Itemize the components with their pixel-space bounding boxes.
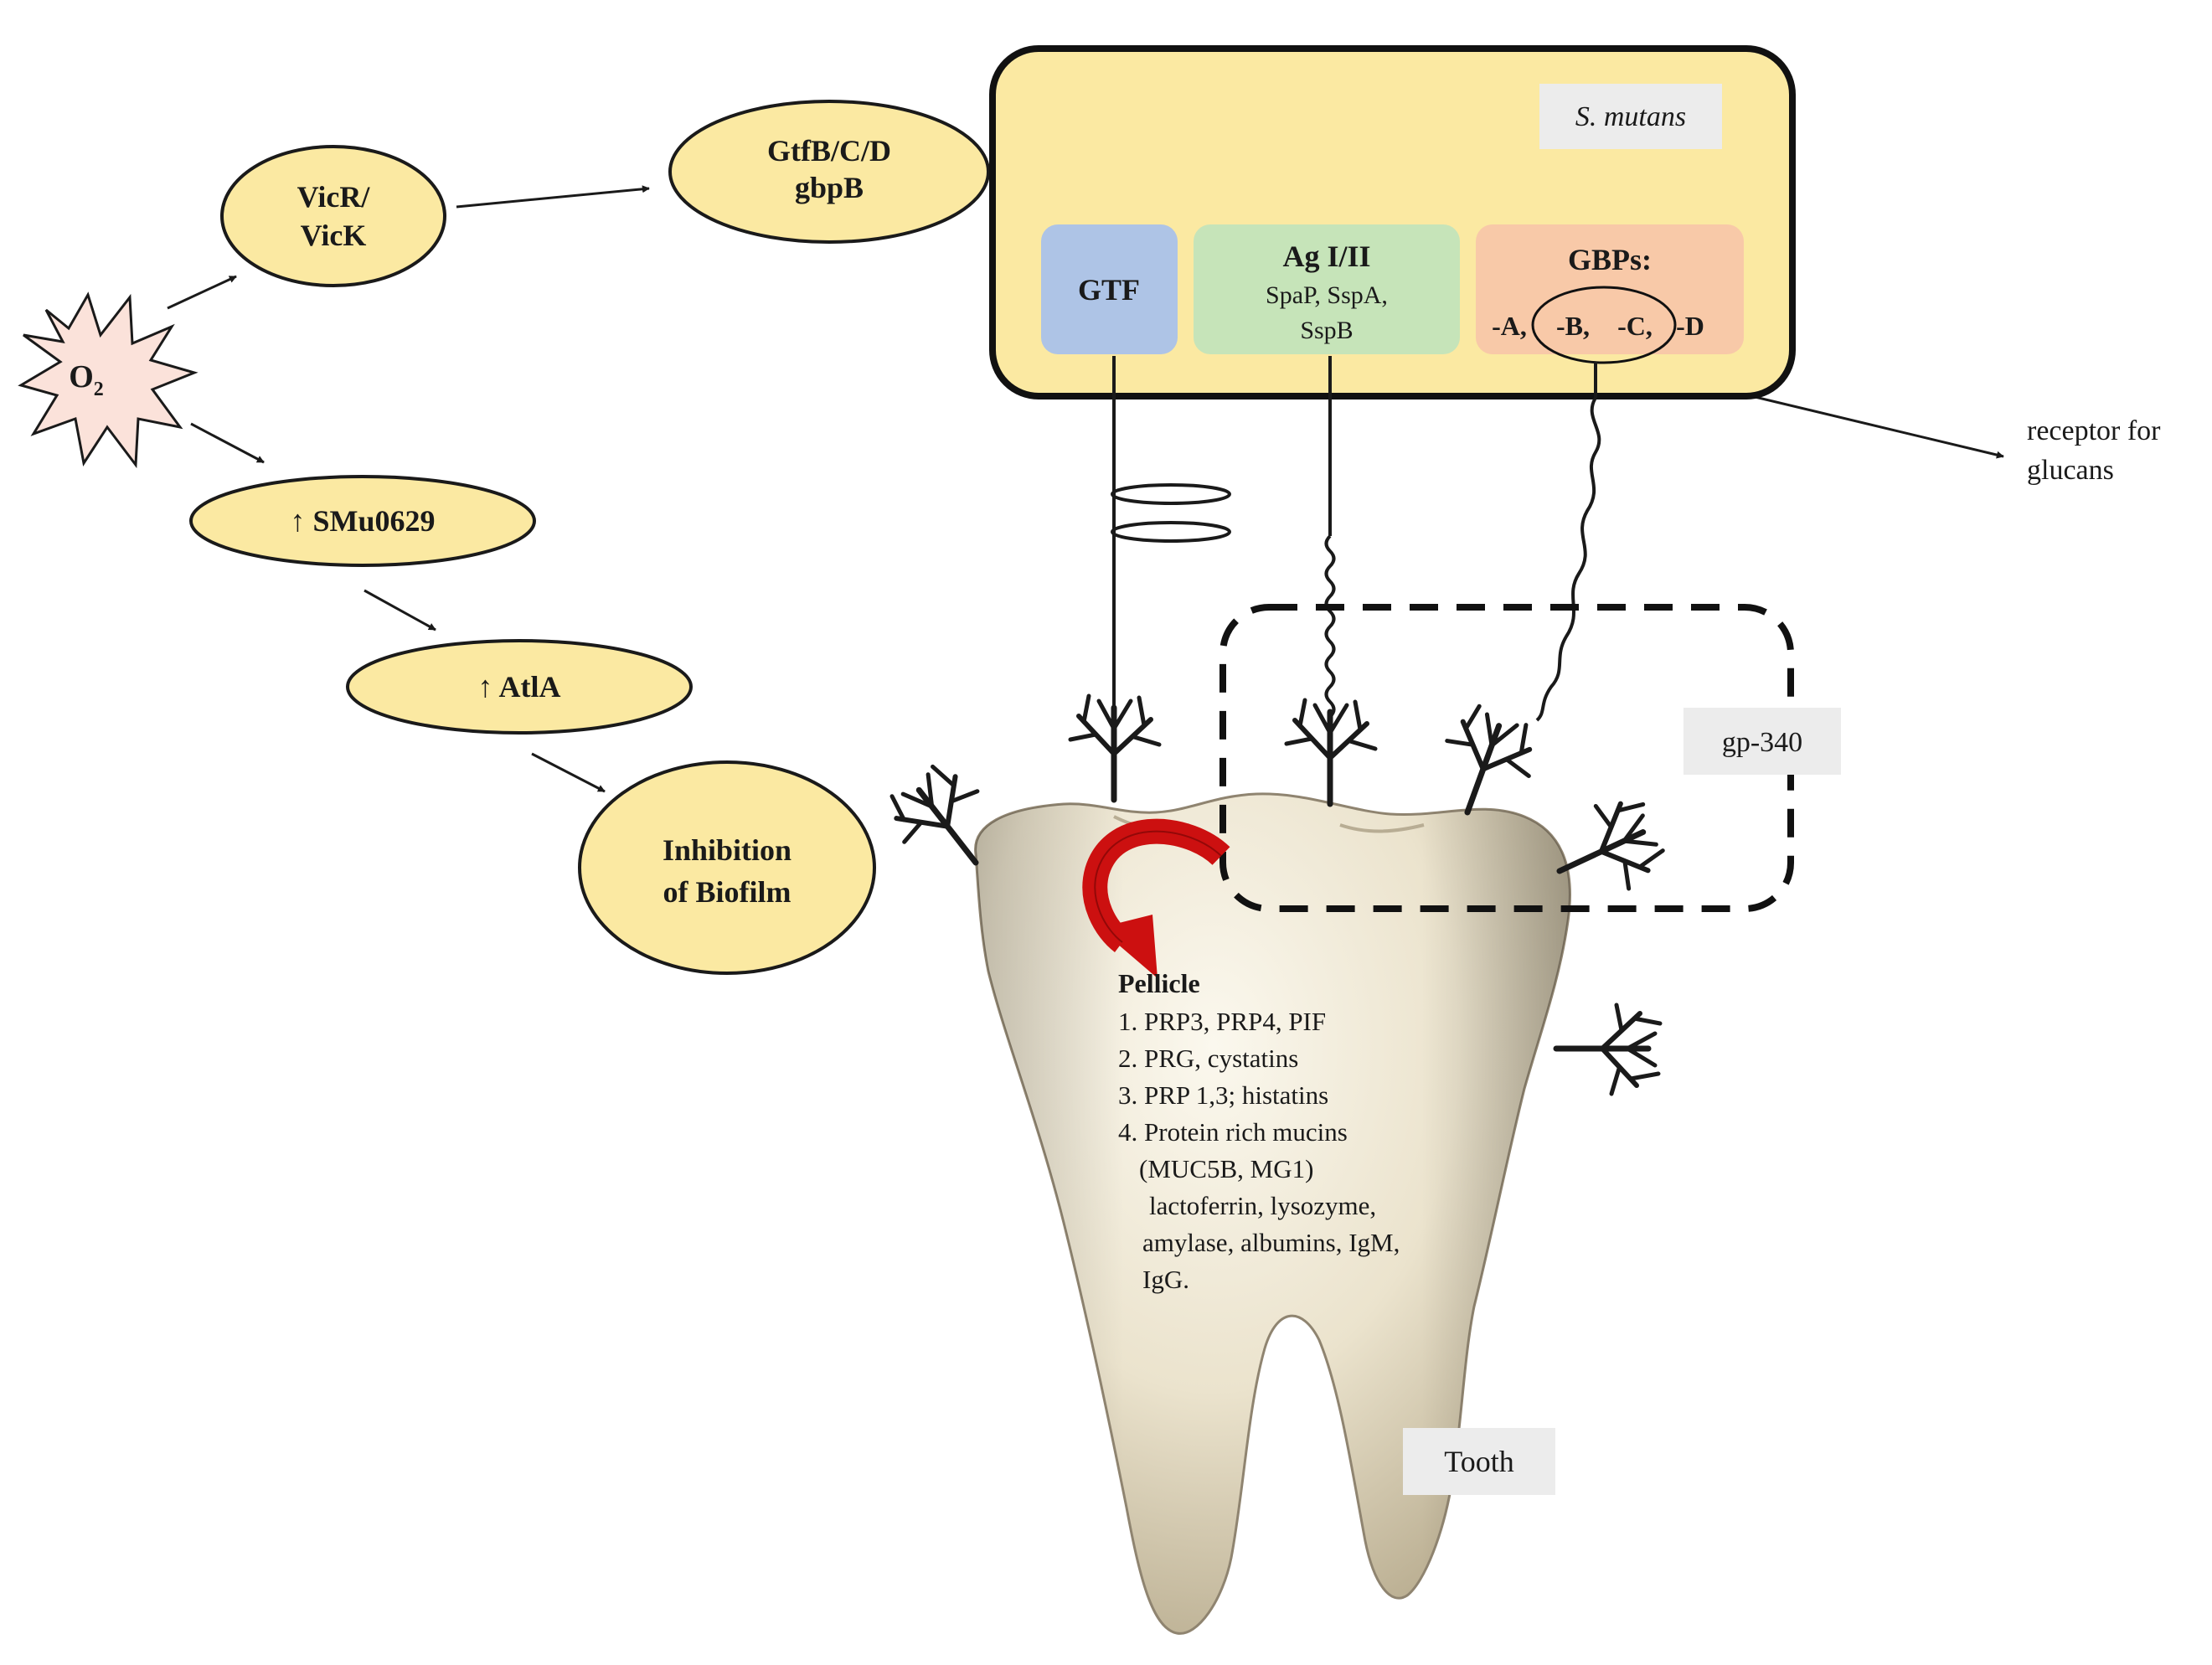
- pellicle-line-6: lactoferrin, lysozyme,: [1149, 1191, 1376, 1220]
- gbp-c: -C,: [1617, 311, 1653, 341]
- arrow-vicrk-to-gtfb: [456, 185, 650, 209]
- gtf-coil-2: [1111, 521, 1231, 543]
- ag-wavy-link: [1324, 534, 1336, 719]
- vicrk-line1: VicR/: [297, 180, 371, 214]
- receptor-label: receptor for glucans: [2027, 415, 2161, 486]
- smu-node: ↑ SMu0629: [189, 475, 536, 567]
- gtfb-line1: GtfB/C/D: [767, 134, 891, 168]
- inhibition-line2: of Biofilm: [663, 875, 791, 909]
- pellicle-line-4: 4. Protein rich mucins: [1118, 1117, 1348, 1147]
- gbp-box: [1476, 224, 1744, 354]
- gbp-a: -A,: [1492, 311, 1527, 341]
- inhibition-line1: Inhibition: [663, 833, 791, 867]
- vicrk-node: VicR/ VicK: [220, 145, 446, 287]
- svg-text:O2: O2: [69, 359, 104, 400]
- smutans-title: S. mutans: [1575, 101, 1686, 132]
- inhibition-node: Inhibition of Biofilm: [578, 760, 876, 975]
- pellicle-line-1: 1. PRP3, PRP4, PIF: [1118, 1007, 1326, 1036]
- gbp-title: GBPs:: [1568, 243, 1652, 276]
- receptor-line1: receptor for: [2027, 415, 2161, 446]
- receptor-branch-gtf: [1070, 696, 1159, 800]
- atla-node: ↑ AtlA: [346, 639, 693, 735]
- receptor-branch-ag: [1286, 700, 1375, 804]
- pellicle-line-5: (MUC5B, MG1): [1139, 1154, 1313, 1183]
- receptor-branch-right-bottom: [1556, 1005, 1660, 1094]
- pellicle-line-7: amylase, albumins, IgM,: [1142, 1228, 1400, 1257]
- gtfb-node: GtfB/C/D gbpB: [668, 100, 990, 244]
- ag-line2: SspB: [1300, 317, 1353, 344]
- pellicle-list: Pellicle 1. PRP3, PRP4, PIF 2. PRG, cyst…: [1118, 968, 1400, 1294]
- gp340-label: gp-340: [1722, 727, 1802, 758]
- oxygen-label: O: [69, 359, 94, 394]
- gtf-coil-1: [1111, 483, 1231, 505]
- red-curved-arrow: [1082, 818, 1230, 978]
- tooth-text: Tooth: [1444, 1445, 1513, 1478]
- arrow-smu-to-atla: [364, 589, 436, 631]
- smu-label: ↑ SMu0629: [290, 504, 435, 538]
- vicrk-line2: VicK: [301, 219, 367, 252]
- tooth-label: Tooth: [1403, 1428, 1555, 1495]
- ag-line1: SpaP, SspA,: [1266, 281, 1388, 309]
- receptor-line2: glucans: [2027, 455, 2114, 486]
- oxygen-subscript: 2: [94, 379, 104, 400]
- pellicle-line-8: IgG.: [1142, 1265, 1189, 1294]
- ag-title: Ag I/II: [1282, 240, 1370, 273]
- pellicle-line-3: 3. PRP 1,3; histatins: [1118, 1080, 1328, 1110]
- atla-label: ↑ AtlA: [478, 670, 561, 704]
- oxygen-node: O2: [18, 291, 199, 469]
- gbp-wavy-link: [1535, 396, 1601, 722]
- smutans-cell: S. mutans GTF Ag I/II SpaP, SspA, SspB G…: [989, 45, 1796, 399]
- gtf-box: [1041, 224, 1178, 354]
- gtf-label: GTF: [1078, 273, 1140, 307]
- tooth-illustration: [974, 792, 1571, 1635]
- arrow-o2-to-smu: [190, 422, 265, 464]
- gbp-highlight-ring: [1531, 286, 1677, 364]
- gp340-region: gp-340: [1219, 604, 1841, 912]
- gbp-d: -D: [1676, 311, 1704, 341]
- gtfb-line2: gbpB: [795, 171, 864, 204]
- arrow-o2-to-vicrk: [167, 275, 237, 310]
- pellicle-line-2: 2. PRG, cystatins: [1118, 1044, 1298, 1073]
- ag-box: [1194, 224, 1460, 354]
- pellicle-title: Pellicle: [1118, 968, 1200, 998]
- arrow-atla-to-inhibition: [531, 752, 606, 793]
- gbp-b: -B,: [1556, 311, 1590, 341]
